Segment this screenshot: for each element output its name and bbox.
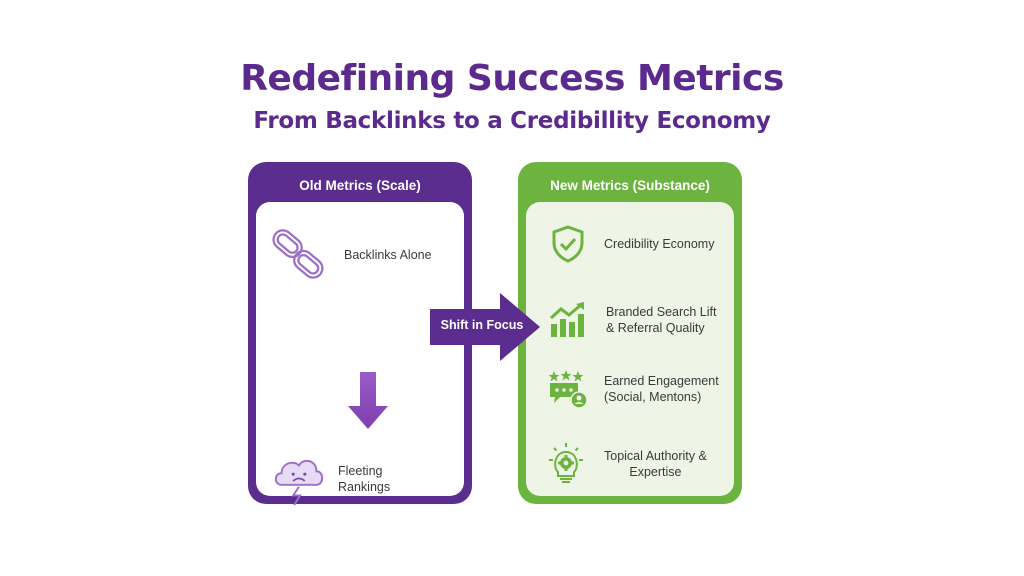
down-arrow-icon: [348, 372, 388, 429]
old-item-backlinks-label: Backlinks Alone: [344, 248, 432, 262]
new-item-topical-authority: Topical Authority & Expertise: [546, 442, 707, 486]
new-item-branded-search: Branded Search Lift & Referral Quality: [548, 300, 717, 340]
chain-link-icon: [272, 229, 324, 279]
new-item-branded-line2: & Referral Quality: [606, 321, 705, 335]
new-metrics-title: New Metrics (Substance): [550, 178, 710, 193]
storm-cloud-sad-icon: [274, 459, 324, 506]
new-item-earned-line1: Earned Engagement: [604, 374, 719, 388]
page-title: Redefining Success Metrics: [240, 58, 784, 99]
engagement-stars-icon: [548, 370, 588, 409]
new-item-branded-search-label: Branded Search Lift & Referral Quality: [606, 304, 717, 336]
new-item-topical-line2: Expertise: [629, 465, 682, 479]
new-item-earned-engagement: Earned Engagement (Social, Mentons): [548, 369, 719, 409]
old-item-fleeting: Fleeting Rankings: [270, 450, 390, 508]
new-item-topical-line1: Topical Authority &: [604, 449, 707, 463]
new-metrics-panel: New Metrics (Substance) Credibility Econ…: [518, 162, 742, 504]
new-item-branded-line1: Branded Search Lift: [606, 305, 717, 319]
old-item-fleeting-line2: Rankings: [338, 480, 391, 494]
right-arrow-icon: [430, 293, 540, 361]
new-item-credibility: Credibility Economy: [548, 224, 714, 264]
page-subtitle: From Backlinks to a Credibillity Economy: [253, 108, 771, 134]
old-item-fleeting-line1: Fleeting: [338, 464, 383, 478]
old-item-fleeting-label: Fleeting Rankings: [338, 463, 390, 495]
shield-check-icon: [552, 225, 584, 263]
new-metrics-body: Credibility Economy Branded Search Lift …: [526, 202, 734, 496]
new-item-topical-authority-label: Topical Authority & Expertise: [604, 448, 707, 480]
lightbulb-gear-icon: [549, 443, 583, 483]
shift-in-focus-label: Shift in Focus: [440, 318, 524, 332]
growth-chart-icon: [549, 302, 584, 337]
new-item-earned-engagement-label: Earned Engagement (Social, Mentons): [604, 373, 719, 405]
old-metrics-body: Backlinks Alone Fleeting Rankings: [256, 202, 464, 506]
new-item-earned-line2: (Social, Mentons): [604, 390, 702, 404]
new-item-credibility-label: Credibility Economy: [604, 237, 715, 251]
old-metrics-title: Old Metrics (Scale): [299, 178, 421, 193]
old-item-backlinks: Backlinks Alone: [268, 224, 432, 286]
